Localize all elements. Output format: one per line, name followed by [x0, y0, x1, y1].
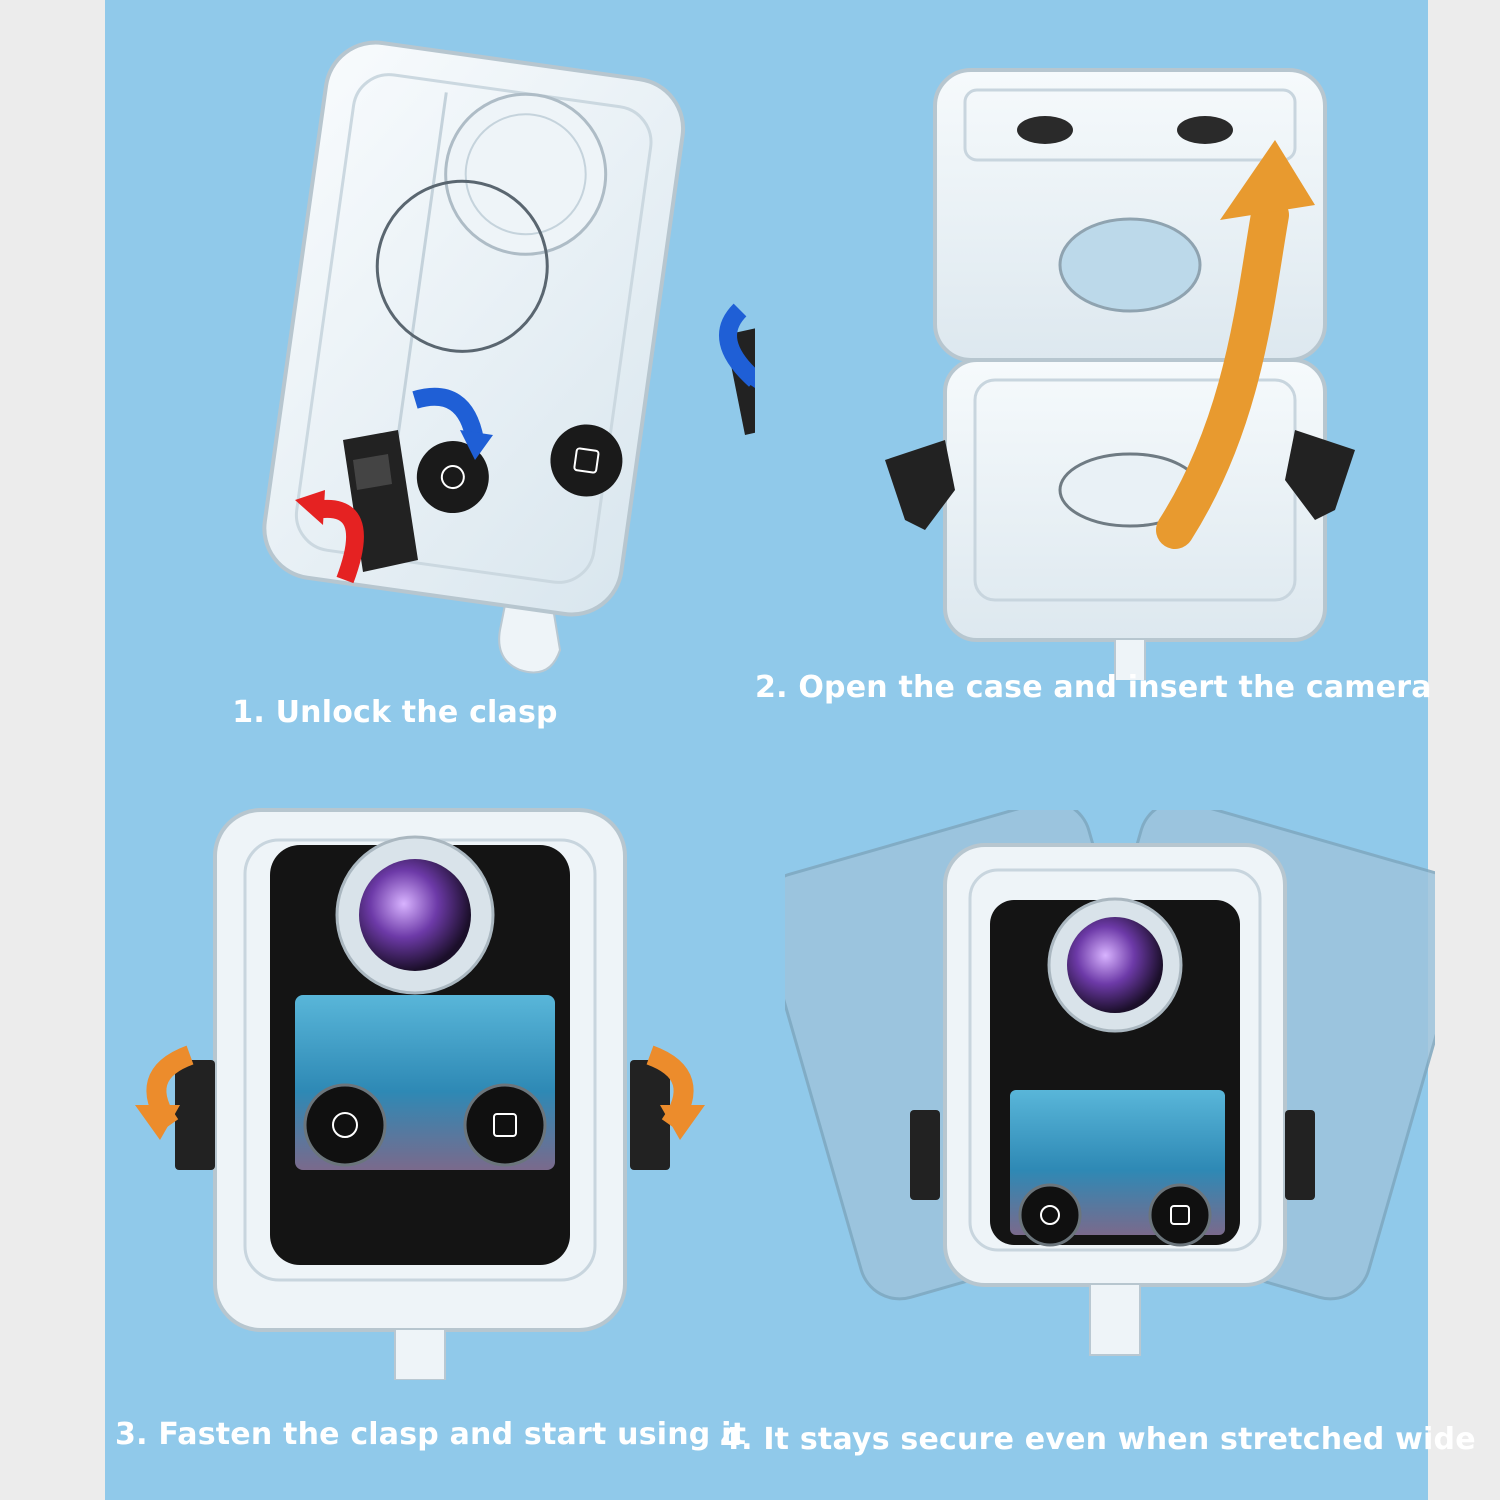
- open-lid: [933, 68, 1327, 362]
- rotate-arrow-icon: [646, 1045, 705, 1140]
- mount-tab: [1089, 1285, 1141, 1356]
- action-camera: [990, 897, 1240, 1247]
- curved-up-arrow-icon: [1156, 140, 1315, 549]
- camera-lens: [359, 859, 471, 971]
- step-1-illustration: 1. Unlock the clasp: [175, 20, 755, 730]
- step-4-caption: 4. It stays secure even when stretched w…: [720, 1422, 1476, 1457]
- circle-button-icon: [416, 441, 489, 514]
- right-clasp: [1285, 1110, 1315, 1200]
- action-camera: [270, 835, 570, 1265]
- left-clasp: [910, 1110, 940, 1200]
- right-clasp: [630, 1060, 670, 1170]
- right-clasp: [1285, 430, 1355, 520]
- step-3-illustration: 3. Fasten the clasp and start using it: [115, 800, 746, 1452]
- camera-lens: [1067, 917, 1163, 1013]
- square-button-icon: [463, 1083, 547, 1167]
- step-4-illustration: 4. It stays secure even when stretched w…: [720, 810, 1476, 1457]
- square-button-icon: [550, 424, 623, 497]
- circle-button-icon: [303, 1083, 387, 1167]
- step-2-caption: 2. Open the case and insert the camera: [755, 670, 1432, 705]
- rotate-arrow-icon: [719, 303, 755, 388]
- step-1-caption: 1. Unlock the clasp: [232, 695, 558, 730]
- left-clasp: [885, 440, 955, 530]
- mount-tab: [394, 1330, 446, 1380]
- clear-housing: [262, 40, 686, 617]
- left-clasp: [175, 1060, 215, 1170]
- circle-button-icon: [1018, 1183, 1082, 1247]
- rotate-arrow-icon: [295, 490, 364, 584]
- instruction-panel: 1. Unlock the clasp: [105, 0, 1476, 1500]
- rotate-arrow-icon: [135, 1045, 194, 1140]
- open-base: [943, 358, 1327, 680]
- step-2-illustration: 2. Open the case and insert the camera: [755, 60, 1432, 705]
- step-3-caption: 3. Fasten the clasp and start using it: [115, 1417, 747, 1452]
- rotate-arrow-icon: [412, 387, 493, 460]
- square-button-icon: [1148, 1183, 1212, 1247]
